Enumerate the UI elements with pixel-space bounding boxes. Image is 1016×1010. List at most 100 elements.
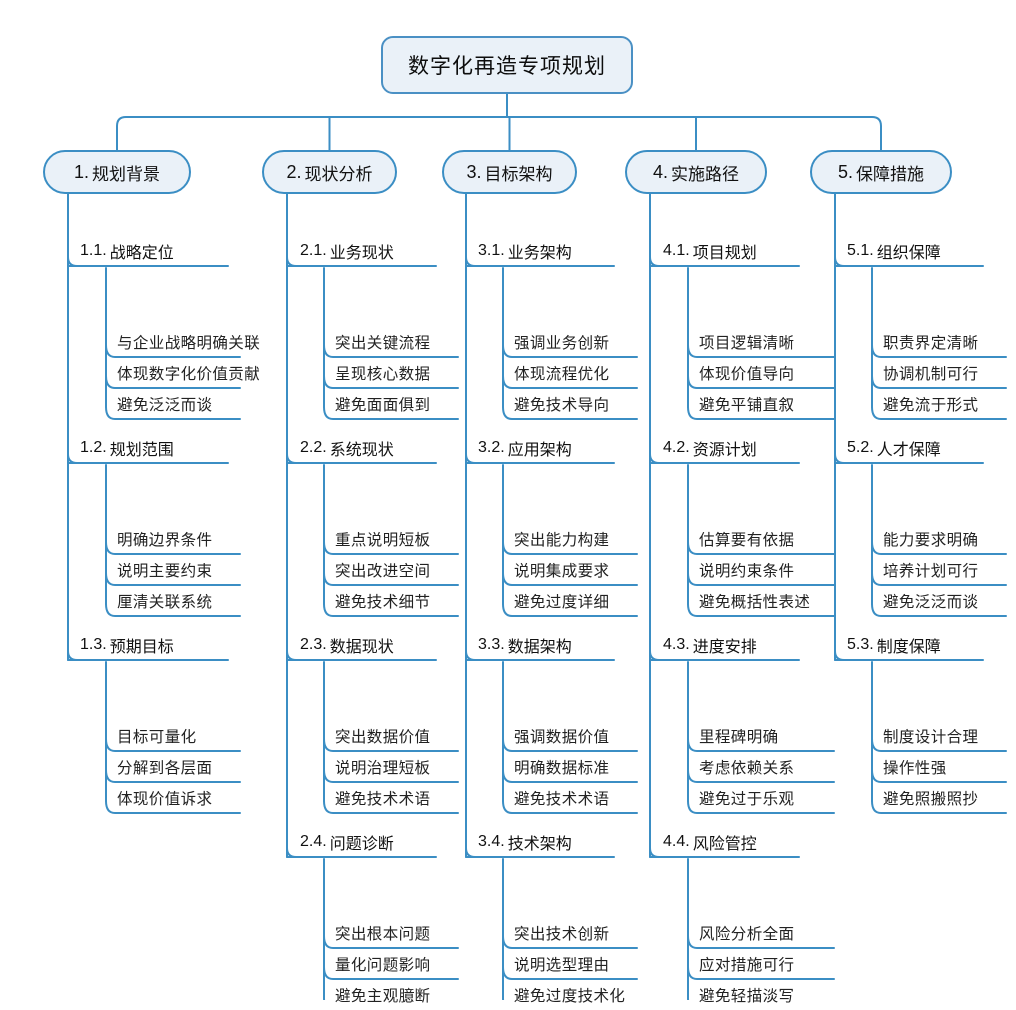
leaf-node[interactable]: 强调数据价值 bbox=[509, 720, 637, 751]
section-label: 问题诊断 bbox=[329, 836, 394, 853]
leaf-node[interactable]: 避免主观臆断 bbox=[330, 979, 458, 1010]
leaf-label: 目标可量化 bbox=[117, 728, 197, 746]
leaf-label: 说明主要约束 bbox=[117, 562, 213, 580]
leaf-node[interactable]: 项目逻辑清晰 bbox=[694, 326, 834, 357]
section-node-5-1[interactable]: 5.1.组织保障 bbox=[843, 236, 983, 266]
leaf-node[interactable]: 里程碑明确 bbox=[694, 720, 834, 751]
root-node[interactable]: 数字化再造专项规划 bbox=[381, 36, 633, 94]
section-number: 5.2. bbox=[847, 439, 874, 456]
leaf-node[interactable]: 估算要有依据 bbox=[694, 523, 834, 554]
leaf-label: 避免照搬照抄 bbox=[883, 790, 979, 808]
leaf-label: 避免技术导向 bbox=[514, 396, 610, 414]
section-node-3-3[interactable]: 3.3.数据架构 bbox=[474, 630, 614, 660]
leaf-label: 与企业战略明确关联 bbox=[117, 334, 261, 352]
leaf-node[interactable]: 说明集成要求 bbox=[509, 554, 637, 585]
section-label: 应用架构 bbox=[507, 442, 572, 459]
leaf-node[interactable]: 避免泛泛而谈 bbox=[112, 388, 240, 419]
leaf-node[interactable]: 避免技术细节 bbox=[330, 585, 458, 616]
leaf-label: 体现流程优化 bbox=[514, 365, 610, 383]
leaf-label: 突出根本问题 bbox=[335, 925, 431, 943]
leaf-node[interactable]: 突出技术创新 bbox=[509, 917, 637, 948]
leaf-node[interactable]: 说明选型理由 bbox=[509, 948, 637, 979]
section-node-1-1[interactable]: 1.1.战略定位 bbox=[76, 236, 228, 266]
leaf-node[interactable]: 避免技术导向 bbox=[509, 388, 637, 419]
leaf-node[interactable]: 体现价值诉求 bbox=[112, 782, 240, 813]
section-node-2-2[interactable]: 2.2.系统现状 bbox=[296, 433, 436, 463]
leaf-node[interactable]: 强调业务创新 bbox=[509, 326, 637, 357]
branch-node-1[interactable]: 1.规划背景 bbox=[43, 150, 191, 194]
section-node-5-3[interactable]: 5.3.制度保障 bbox=[843, 630, 983, 660]
leaf-node[interactable]: 量化问题影响 bbox=[330, 948, 458, 979]
branch-node-3[interactable]: 3.目标架构 bbox=[442, 150, 577, 194]
leaf-node[interactable]: 分解到各层面 bbox=[112, 751, 240, 782]
leaf-label: 避免概括性表述 bbox=[699, 593, 811, 611]
leaf-node[interactable]: 突出改进空间 bbox=[330, 554, 458, 585]
section-node-4-4[interactable]: 4.4.风险管控 bbox=[659, 827, 799, 857]
leaf-node[interactable]: 突出数据价值 bbox=[330, 720, 458, 751]
leaf-node[interactable]: 制度设计合理 bbox=[878, 720, 1006, 751]
section-node-3-1[interactable]: 3.1.业务架构 bbox=[474, 236, 614, 266]
leaf-node[interactable]: 避免流于形式 bbox=[878, 388, 1006, 419]
leaf-node[interactable]: 操作性强 bbox=[878, 751, 1006, 782]
leaf-node[interactable]: 能力要求明确 bbox=[878, 523, 1006, 554]
leaf-node[interactable]: 说明主要约束 bbox=[112, 554, 240, 585]
leaf-node[interactable]: 突出关键流程 bbox=[330, 326, 458, 357]
leaf-node[interactable]: 避免平铺直叙 bbox=[694, 388, 834, 419]
branch-number: 3. bbox=[466, 161, 482, 182]
section-node-4-2[interactable]: 4.2.资源计划 bbox=[659, 433, 799, 463]
branch-label: 现状分析 bbox=[304, 164, 373, 184]
leaf-node[interactable]: 避免泛泛而谈 bbox=[878, 585, 1006, 616]
leaf-node[interactable]: 应对措施可行 bbox=[694, 948, 834, 979]
leaf-node[interactable]: 说明约束条件 bbox=[694, 554, 834, 585]
leaf-label: 避免泛泛而谈 bbox=[883, 593, 979, 611]
section-node-2-4[interactable]: 2.4.问题诊断 bbox=[296, 827, 436, 857]
leaf-node[interactable]: 避免轻描淡写 bbox=[694, 979, 834, 1010]
section-label: 制度保障 bbox=[876, 639, 941, 656]
branch-number: 1. bbox=[73, 161, 89, 182]
branch-node-2[interactable]: 2.现状分析 bbox=[262, 150, 397, 194]
leaf-node[interactable]: 考虑依赖关系 bbox=[694, 751, 834, 782]
leaf-node[interactable]: 说明治理短板 bbox=[330, 751, 458, 782]
leaf-label: 避免泛泛而谈 bbox=[117, 396, 213, 414]
leaf-node[interactable]: 避免过度详细 bbox=[509, 585, 637, 616]
leaf-node[interactable]: 避免过于乐观 bbox=[694, 782, 834, 813]
section-label: 规划范围 bbox=[109, 442, 174, 459]
leaf-label: 厘清关联系统 bbox=[117, 593, 213, 611]
branch-label: 实施路径 bbox=[671, 164, 739, 184]
leaf-node[interactable]: 职责界定清晰 bbox=[878, 326, 1006, 357]
leaf-node[interactable]: 厘清关联系统 bbox=[112, 585, 240, 616]
leaf-label: 避免技术细节 bbox=[335, 593, 431, 611]
leaf-node[interactable]: 避免技术术语 bbox=[330, 782, 458, 813]
section-label: 组织保障 bbox=[876, 245, 941, 262]
section-node-1-2[interactable]: 1.2.规划范围 bbox=[76, 433, 228, 463]
leaf-node[interactable]: 风险分析全面 bbox=[694, 917, 834, 948]
section-node-2-3[interactable]: 2.3.数据现状 bbox=[296, 630, 436, 660]
leaf-node[interactable]: 呈现核心数据 bbox=[330, 357, 458, 388]
leaf-node[interactable]: 突出能力构建 bbox=[509, 523, 637, 554]
section-node-3-4[interactable]: 3.4.技术架构 bbox=[474, 827, 614, 857]
leaf-node[interactable]: 避免面面俱到 bbox=[330, 388, 458, 419]
leaf-node[interactable]: 避免过度技术化 bbox=[509, 979, 637, 1010]
leaf-node[interactable]: 避免技术术语 bbox=[509, 782, 637, 813]
section-node-3-2[interactable]: 3.2.应用架构 bbox=[474, 433, 614, 463]
leaf-node[interactable]: 与企业战略明确关联 bbox=[112, 326, 260, 357]
leaf-node[interactable]: 重点说明短板 bbox=[330, 523, 458, 554]
leaf-node[interactable]: 明确数据标准 bbox=[509, 751, 637, 782]
leaf-node[interactable]: 避免概括性表述 bbox=[694, 585, 834, 616]
leaf-node[interactable]: 体现价值导向 bbox=[694, 357, 834, 388]
leaf-node[interactable]: 突出根本问题 bbox=[330, 917, 458, 948]
leaf-node[interactable]: 体现数字化价值贡献 bbox=[112, 357, 260, 388]
branch-node-4[interactable]: 4.实施路径 bbox=[625, 150, 767, 194]
section-node-4-3[interactable]: 4.3.进度安排 bbox=[659, 630, 799, 660]
branch-node-5[interactable]: 5.保障措施 bbox=[810, 150, 952, 194]
leaf-node[interactable]: 培养计划可行 bbox=[878, 554, 1006, 585]
leaf-node[interactable]: 协调机制可行 bbox=[878, 357, 1006, 388]
section-node-4-1[interactable]: 4.1.项目规划 bbox=[659, 236, 799, 266]
leaf-node[interactable]: 明确边界条件 bbox=[112, 523, 240, 554]
section-node-1-3[interactable]: 1.3.预期目标 bbox=[76, 630, 228, 660]
leaf-node[interactable]: 体现流程优化 bbox=[509, 357, 637, 388]
section-node-5-2[interactable]: 5.2.人才保障 bbox=[843, 433, 983, 463]
leaf-node[interactable]: 目标可量化 bbox=[112, 720, 240, 751]
section-node-2-1[interactable]: 2.1.业务现状 bbox=[296, 236, 436, 266]
leaf-node[interactable]: 避免照搬照抄 bbox=[878, 782, 1006, 813]
